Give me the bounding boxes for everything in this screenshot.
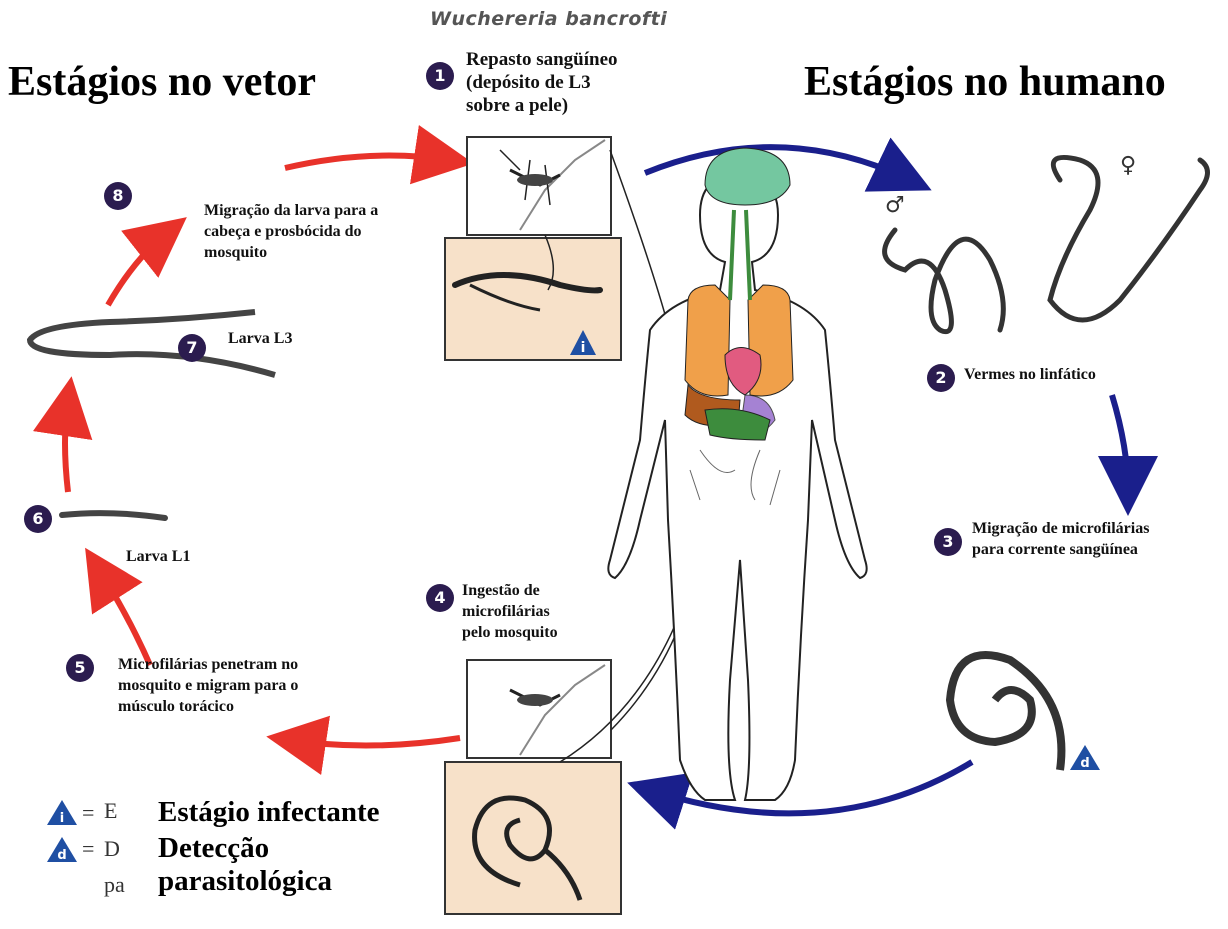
- arrow-2-to-3: [1112, 395, 1128, 492]
- legend-diagnostic-stage: Detecção parasitológica: [158, 832, 332, 898]
- larva-l1: [62, 513, 165, 518]
- step-3-label: Migração de microfilárias para corrente …: [972, 518, 1149, 560]
- legend-d-fragment: D: [104, 836, 120, 862]
- human-stages-title: Estágios no humano: [804, 58, 1166, 106]
- male-symbol-icon: ♂: [885, 193, 905, 218]
- step-2-label: Vermes no linfático: [964, 364, 1096, 385]
- step-1-badge: 1: [426, 62, 454, 90]
- step-5-label: Microfilárias penetram no mosquito e mig…: [118, 654, 298, 717]
- step-2-badge: 2: [927, 364, 955, 392]
- adult-worms: [885, 158, 1208, 332]
- svg-text:i: i: [60, 811, 64, 826]
- lungs-left: [685, 285, 730, 396]
- step-8-badge: 8: [104, 182, 132, 210]
- svg-text:i: i: [581, 340, 586, 356]
- legend-d-equals: =: [82, 836, 94, 862]
- step-7-badge: 7: [178, 334, 206, 362]
- arrow-5-to-6: [98, 568, 150, 665]
- arrow-7-to-8: [108, 232, 168, 305]
- human-figure: [608, 148, 866, 800]
- step-7-label: Larva L3: [228, 328, 292, 349]
- step-4-badge: 4: [426, 584, 454, 612]
- legend-i-equals: =: [82, 800, 94, 826]
- vector-stages-title: Estágios no vetor: [8, 58, 316, 106]
- step-6-label: Larva L1: [126, 546, 190, 567]
- legend-infective-stage: Estágio infectante: [158, 796, 380, 829]
- panel-1-mosquito: [467, 137, 611, 235]
- svg-text:d: d: [1080, 756, 1089, 771]
- arrow-8-to-1: [285, 156, 450, 169]
- step-3-badge: 3: [934, 528, 962, 556]
- panel-4-larva: [445, 762, 621, 914]
- step-6-badge: 6: [24, 505, 52, 533]
- step-5-badge: 5: [66, 654, 94, 682]
- legend-d-extra-fragment: pa: [104, 872, 125, 898]
- species-title: Wuchereria bancrofti: [430, 8, 667, 30]
- step-8-label: Migração da larva para a cabeça e prosbó…: [204, 200, 378, 263]
- svg-text:d: d: [57, 848, 66, 863]
- legend-i-fragment: E: [104, 798, 117, 824]
- step-1-label: Repasto sangüíneo (depósito de L3 sobre …: [466, 48, 618, 117]
- arrow-6-to-7: [65, 400, 68, 492]
- female-symbol-icon: ♀: [1120, 153, 1136, 178]
- microfilaria-coil: [950, 655, 1061, 770]
- panel-1-larva: i: [445, 238, 621, 360]
- brain: [705, 148, 790, 205]
- arrow-4-to-5: [290, 738, 460, 746]
- step-4-label: Ingestão de microfilárias pelo mosquito: [462, 580, 558, 643]
- panel-4-mosquito: [467, 660, 611, 758]
